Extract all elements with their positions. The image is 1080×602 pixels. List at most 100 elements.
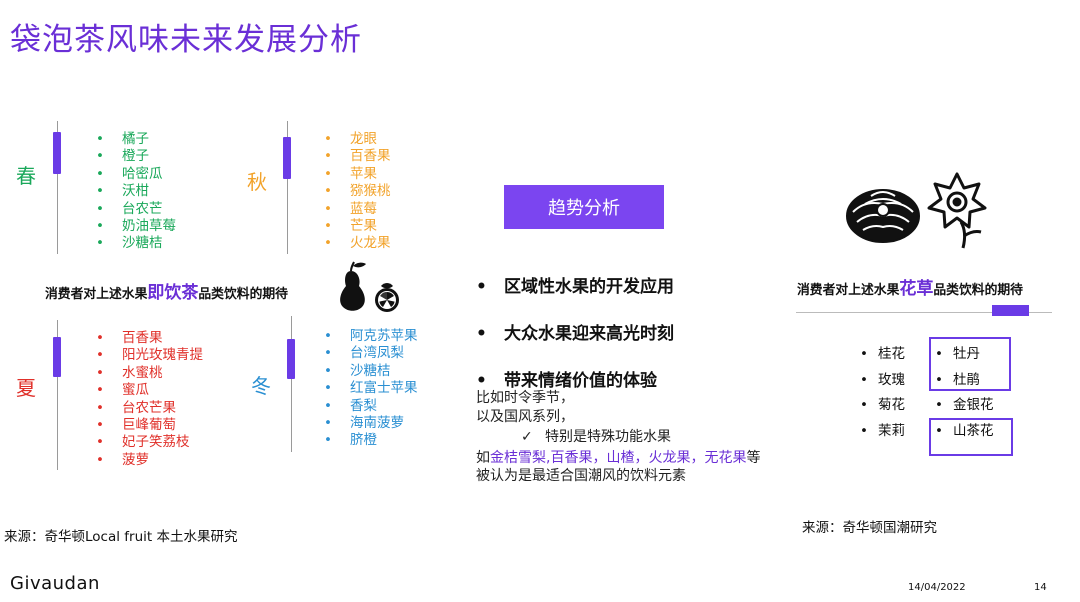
season-label-winter: 冬 (251, 374, 271, 398)
bullet: • (860, 397, 868, 413)
fruit-item: 哈密瓜 (96, 166, 176, 184)
flower-item: • 茉莉 (860, 419, 905, 445)
caption-highlight: 即饮茶 (147, 283, 199, 303)
trend-bullet-1: •区域性水果的开发应用 (476, 277, 674, 297)
trend-bullet-text: 大众水果迎来高光时刻 (504, 324, 674, 344)
fruit-icons (340, 261, 399, 312)
fruit-item: 脐橙 (324, 432, 418, 450)
trend-bullet-text: 带来情绪价值的体验 (504, 371, 657, 391)
fruit-item: 红富士苹果 (324, 380, 418, 398)
flower-divider-marker (992, 305, 1029, 316)
fruit-item: 阿克苏苹果 (324, 328, 418, 346)
flower-item: •杜鹃 (935, 368, 994, 394)
spring-fruit-list: 橘子橙子哈密瓜沃柑台农芒奶油草莓沙糖桔 (96, 131, 176, 253)
paragraph-post: 等被认为是最适合国潮风的饮料元素 (476, 450, 761, 484)
fruit-item: 香梨 (324, 398, 418, 416)
page-number: 14 (1034, 582, 1047, 593)
bullet: • (935, 397, 943, 413)
autumn-marker (283, 137, 291, 179)
flower-name: 菊花 (878, 397, 905, 413)
flower-item: • 菊花 (860, 393, 905, 419)
fruit-item: 百香果 (324, 148, 391, 166)
trend-bullet-2: •大众水果迎来高光时刻 (476, 324, 674, 344)
trend-line-1: 比如时令季节， (476, 390, 574, 406)
trend-analysis-button[interactable]: 趋势分析 (504, 185, 664, 229)
fruit-item: 台农芒果 (96, 400, 203, 418)
brand-logo: Givaudan (10, 573, 100, 594)
flower-name: 玫瑰 (878, 371, 905, 388)
chrysanthemum-icon (846, 189, 920, 243)
fruit-item: 蓝莓 (324, 201, 391, 219)
fruit-item: 龙眼 (324, 131, 391, 149)
trend-paragraph: 如金桔雪梨,百香果，山楂，火龙果，无花果等被认为是最适合国潮风的饮料元素 (476, 449, 772, 485)
flower-list-right: •牡丹•杜鹃•金银花•山茶花 (935, 342, 994, 444)
fruit-tea-caption: 消费者对上述水果即饮茶品类饮料的期待 (45, 278, 288, 303)
flower-name: 山茶花 (953, 422, 994, 439)
caption-highlight: 花草 (899, 279, 934, 299)
fruit-item: 奶油草莓 (96, 218, 176, 236)
fruit-item: 台湾凤梨 (324, 345, 418, 363)
orange-slice-icon (375, 283, 399, 312)
autumn-divider (287, 121, 288, 254)
flower-tea-caption: 消费者对上述水果花草品类饮料的期待 (797, 274, 1023, 299)
flower-item: • 玫瑰 (860, 368, 905, 394)
bullet: • (860, 371, 868, 388)
winter-marker (287, 339, 295, 379)
fruit-item: 橘子 (96, 131, 176, 149)
fruit-item: 台农芒 (96, 201, 176, 219)
paragraph-pre: 如 (476, 450, 490, 466)
daffodil-icon (927, 172, 987, 249)
caption-text: 消费者对上述水果 (797, 283, 900, 298)
fruit-item: 蜜瓜 (96, 382, 203, 400)
trend-check-line: ✓特别是特殊功能水果 (521, 428, 671, 446)
flower-list-left: •桂花 • 玫瑰 • 菊花 • 茉莉 (860, 342, 905, 444)
season-label-spring: 春 (16, 164, 36, 188)
bullet: • (935, 346, 943, 362)
autumn-fruit-list: 龙眼百香果苹果猕猴桃蓝莓芒果火龙果 (324, 131, 391, 253)
paragraph-highlight: 金桔雪梨,百香果，山楂，火龙果，无花果 (490, 450, 747, 466)
flower-highlight-box-2 (929, 418, 1013, 456)
trend-bullet-text: 区域性水果的开发应用 (504, 277, 674, 297)
page-title: 袋泡茶风味未来发展分析 (10, 22, 362, 58)
trend-line-2: 以及国风系列， (476, 409, 574, 425)
season-label-summer: 夏 (16, 376, 36, 400)
flower-item: •桂花 (860, 342, 905, 368)
caption-text: 消费者对上述水果 (45, 287, 148, 302)
fruit-item: 沙糖桔 (324, 363, 418, 381)
flower-icons (846, 172, 987, 249)
flower-name: 牡丹 (953, 346, 980, 362)
trend-bullet-3: •带来情绪价值的体验 (476, 371, 657, 391)
bullet: • (935, 371, 943, 388)
source-right: 来源：奇华顿国潮研究 (802, 520, 937, 536)
flower-item: •山茶花 (935, 419, 994, 445)
fruit-item: 百香果 (96, 330, 203, 348)
trend-check-text: 特别是特殊功能水果 (545, 429, 671, 445)
fruit-item: 火龙果 (324, 235, 391, 253)
footer-date: 14/04/2022 (908, 582, 966, 593)
fruit-item: 妃子笑荔枝 (96, 434, 203, 452)
summer-divider (57, 320, 58, 470)
fruit-item: 橙子 (96, 148, 176, 166)
fruit-item: 沃柑 (96, 183, 176, 201)
flower-name: 桂花 (878, 346, 905, 362)
fruit-item: 巨峰葡萄 (96, 417, 203, 435)
fruit-item: 沙糖桔 (96, 235, 176, 253)
summer-marker (53, 337, 61, 377)
flower-item: • 金银花 (935, 393, 994, 419)
caption-text-end: 品类饮料的期待 (933, 283, 1023, 298)
caption-text-end: 品类饮料的期待 (198, 287, 288, 302)
flower-name: 茉莉 (878, 422, 905, 439)
flower-name: 金银花 (953, 397, 994, 413)
spring-divider (57, 121, 58, 254)
fruit-item: 苹果 (324, 166, 391, 184)
flower-divider-line (796, 312, 1052, 313)
fruit-item: 菠萝 (96, 452, 203, 470)
flower-highlight-box-1 (929, 337, 1011, 391)
pear-icon (340, 261, 366, 311)
fruit-item: 海南菠萝 (324, 415, 418, 433)
spring-marker (53, 132, 61, 174)
fruit-item: 芒果 (324, 218, 391, 236)
bullet: • (860, 422, 868, 439)
source-left: 来源：奇华顿Local fruit 本土水果研究 (4, 529, 238, 545)
fruit-item: 阳光玫瑰青提 (96, 347, 203, 365)
